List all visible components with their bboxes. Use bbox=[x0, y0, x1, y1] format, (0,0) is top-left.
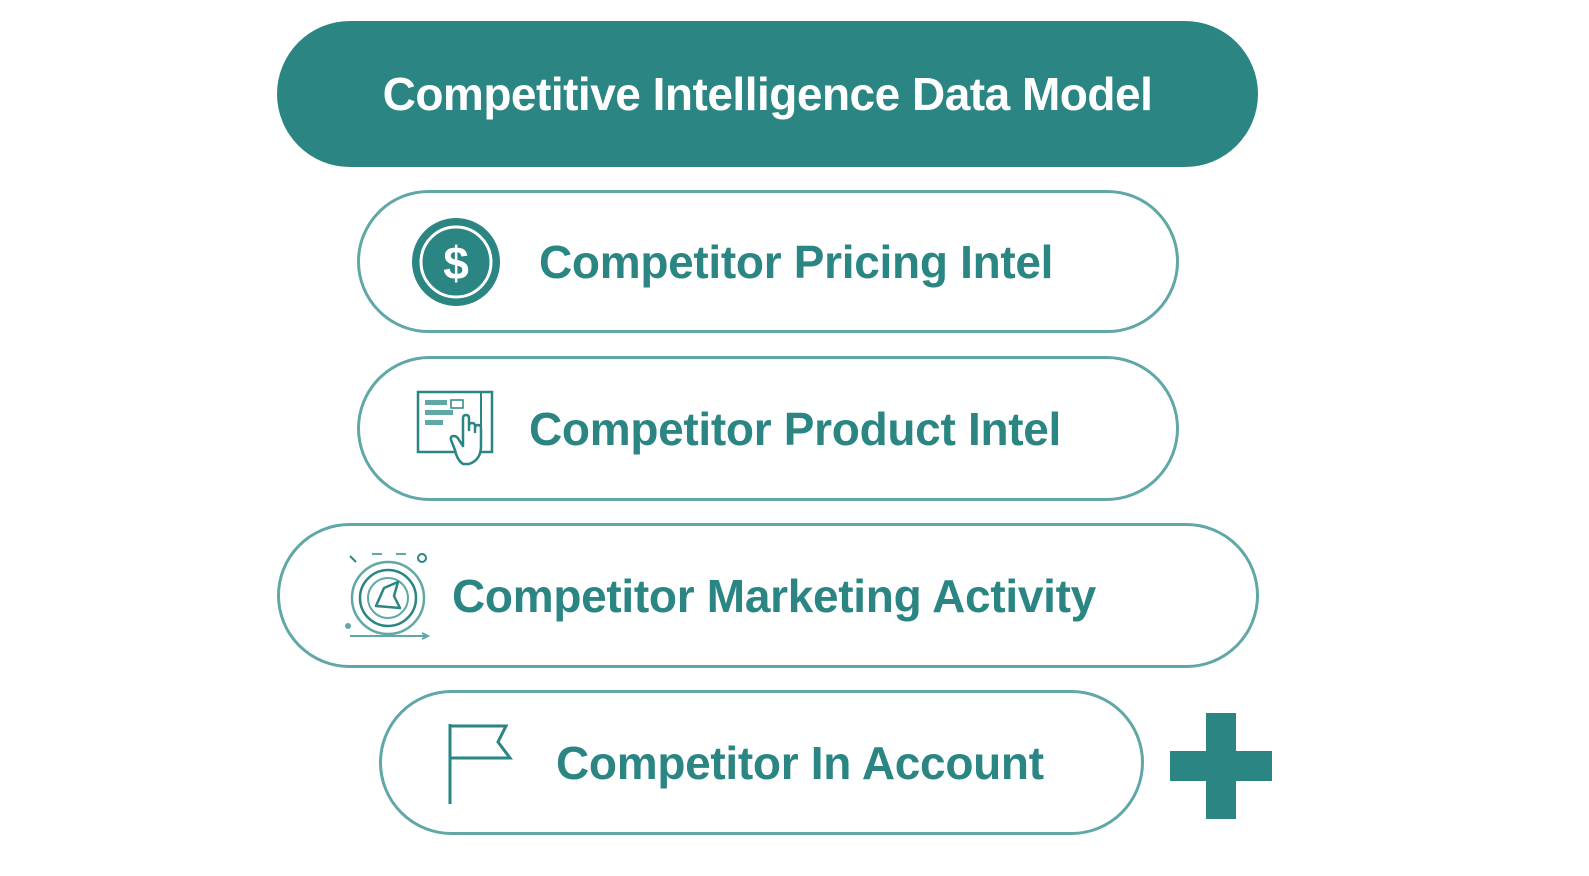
dollar-coin-icon: $ bbox=[410, 216, 502, 308]
item-marketing-activity: Competitor Marketing Activity bbox=[277, 523, 1259, 668]
item-pricing-intel: $ Competitor Pricing Intel bbox=[357, 190, 1179, 333]
item-label: Competitor Marketing Activity bbox=[452, 569, 1096, 622]
title-banner: Competitive Intelligence Data Model bbox=[277, 21, 1258, 167]
diagram-title: Competitive Intelligence Data Model bbox=[382, 68, 1153, 120]
item-label: Competitor Pricing Intel bbox=[539, 235, 1054, 288]
marketing-target-icon bbox=[342, 550, 434, 642]
item-label: Competitor In Account bbox=[556, 736, 1044, 789]
plus-icon bbox=[1170, 713, 1272, 819]
flag-icon bbox=[444, 720, 516, 806]
item-in-account: Competitor In Account bbox=[379, 690, 1144, 835]
product-screen-hand-icon bbox=[415, 388, 497, 470]
svg-text:$: $ bbox=[443, 237, 469, 289]
item-label: Competitor Product Intel bbox=[529, 402, 1062, 455]
item-product-intel: Competitor Product Intel bbox=[357, 356, 1179, 501]
